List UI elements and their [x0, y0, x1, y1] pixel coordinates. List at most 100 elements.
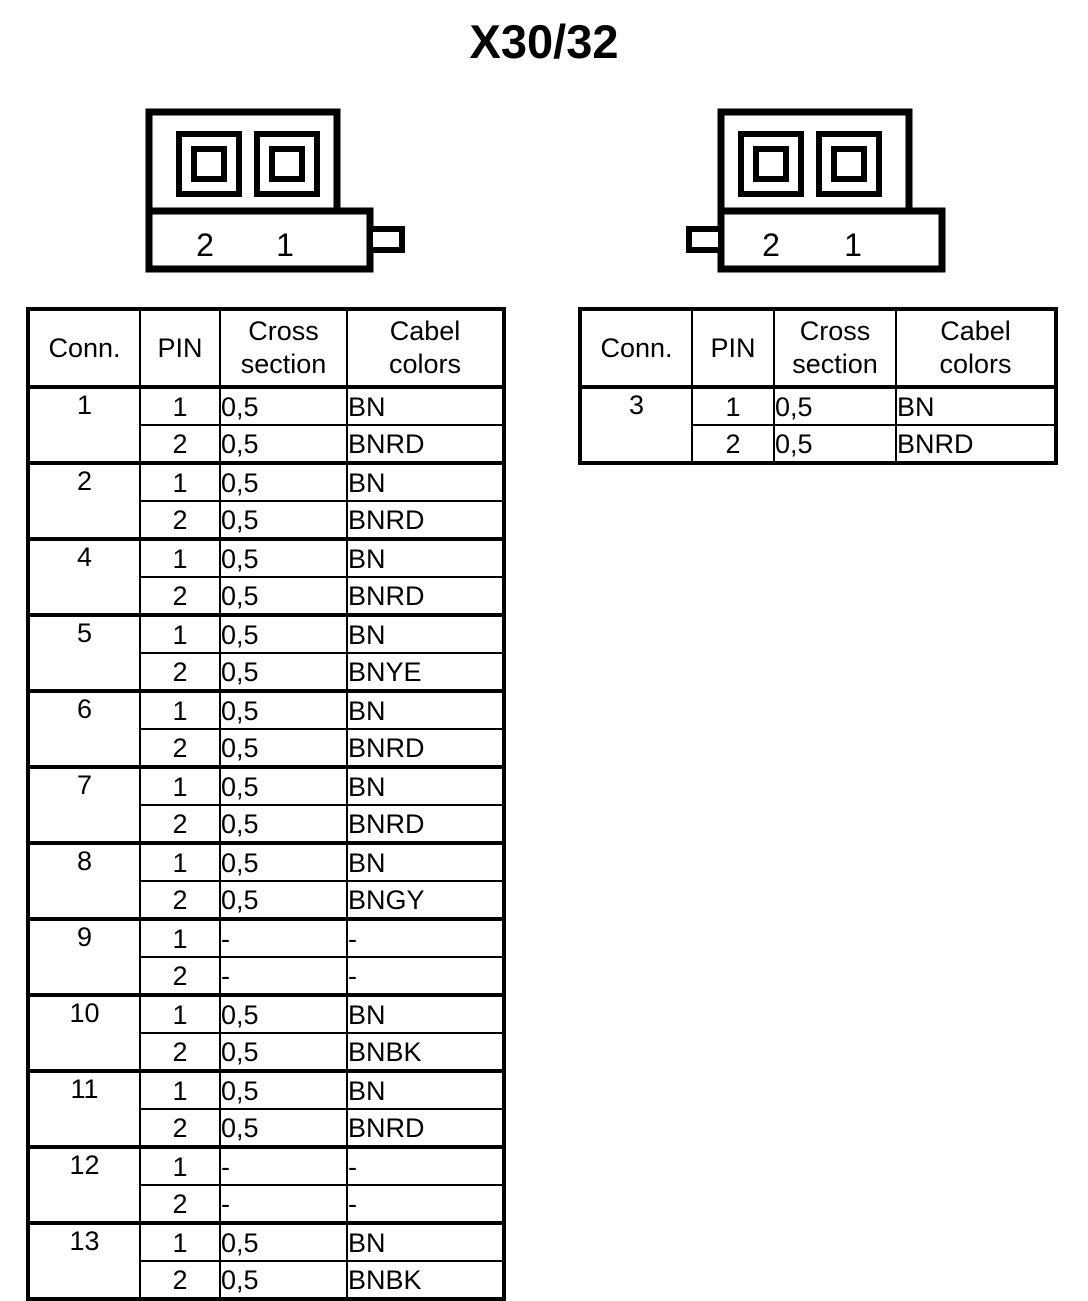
- cell-cross-section: 0,5: [219, 765, 348, 806]
- cell-cabel-colors: BN: [346, 537, 505, 578]
- cell-cabel-colors: BNBK: [346, 1032, 505, 1072]
- cell-pin: 2: [139, 1108, 221, 1148]
- cell-pin: 1: [139, 841, 221, 882]
- connector-right-cavity-inner-2: [753, 146, 789, 182]
- cell-pin: 1: [139, 537, 221, 578]
- cell-conn: 13: [27, 1221, 141, 1300]
- cell-cabel-colors: BN: [346, 1069, 505, 1110]
- connector-left-lower-body: [145, 207, 374, 273]
- cell-cross-section: 0,5: [219, 385, 348, 426]
- column-header-pin: PIN: [691, 308, 775, 388]
- cell-cabel-colors: BN: [346, 613, 505, 654]
- cell-pin: 1: [139, 1221, 221, 1262]
- table-row: 2--: [28, 1184, 505, 1224]
- cell-cabel-colors: -: [346, 917, 505, 958]
- cell-cabel-colors: BNRD: [346, 728, 505, 768]
- cell-cross-section: 0,5: [219, 689, 348, 730]
- cell-cross-section: 0,5: [219, 880, 348, 920]
- cell-pin: 2: [139, 804, 221, 844]
- cell-pin: 2: [139, 1032, 221, 1072]
- cell-cross-section: -: [219, 956, 348, 996]
- connector-left-diagram: 2 1: [145, 108, 410, 273]
- cell-cabel-colors: BNBK: [346, 1260, 505, 1300]
- cell-conn: 6: [27, 689, 141, 768]
- connector-left-pin-label-2: 2: [196, 227, 214, 263]
- cell-cross-section: 0,5: [219, 1069, 348, 1110]
- cell-cross-section: 0,5: [773, 424, 897, 464]
- cell-cabel-colors: BN: [346, 689, 505, 730]
- cell-pin: 2: [139, 1260, 221, 1300]
- cell-pin: 1: [139, 917, 221, 958]
- cell-cross-section: 0,5: [219, 576, 348, 616]
- cell-conn: 1: [27, 385, 141, 464]
- cell-pin: 1: [139, 613, 221, 654]
- connector-right-lower-body: [717, 207, 946, 273]
- cell-cabel-colors: BN: [346, 841, 505, 882]
- cell-cabel-colors: BNRD: [895, 424, 1057, 464]
- page-title: X30/32: [469, 15, 619, 68]
- connector-right-pin-label-2: 2: [762, 227, 780, 263]
- cell-cross-section: -: [219, 1145, 348, 1186]
- cell-cabel-colors: BNRD: [346, 424, 505, 464]
- cell-pin: 1: [139, 1069, 221, 1110]
- cell-cross-section: 0,5: [219, 1221, 348, 1262]
- cell-conn: 2: [27, 461, 141, 540]
- cell-cross-section: 0,5: [219, 613, 348, 654]
- cell-cross-section: 0,5: [219, 993, 348, 1034]
- cell-pin: 2: [139, 880, 221, 920]
- connector-left-cavity-outer-2: [176, 131, 242, 197]
- cell-cabel-colors: BN: [346, 765, 505, 806]
- cell-conn: 11: [27, 1069, 141, 1148]
- cell-cabel-colors: BN: [346, 993, 505, 1034]
- cell-cross-section: 0,5: [219, 652, 348, 692]
- cell-cabel-colors: BN: [346, 1221, 505, 1262]
- cell-conn: 12: [27, 1145, 141, 1224]
- cell-pin: 1: [139, 993, 221, 1034]
- cell-cabel-colors: BNRD: [346, 804, 505, 844]
- connector-right-latch-tab: [686, 226, 724, 253]
- cell-conn: 8: [27, 841, 141, 920]
- cell-cross-section: 0,5: [219, 461, 348, 502]
- connector-left-cavity-outer-1: [254, 131, 320, 197]
- cell-cross-section: 0,5: [219, 841, 348, 882]
- cell-cabel-colors: BN: [895, 385, 1057, 426]
- cell-cross-section: 0,5: [219, 1032, 348, 1072]
- cell-pin: 2: [139, 956, 221, 996]
- connector-left-latch-tab: [367, 226, 405, 253]
- cell-cabel-colors: BNYE: [346, 652, 505, 692]
- cell-cabel-colors: BNRD: [346, 500, 505, 540]
- connector-right-pin-label-1: 1: [844, 227, 862, 263]
- cell-cabel-colors: BNGY: [346, 880, 505, 920]
- cell-cabel-colors: -: [346, 1184, 505, 1224]
- cell-cross-section: 0,5: [219, 804, 348, 844]
- cell-cross-section: 0,5: [219, 424, 348, 464]
- connector-right-svg: 2 1: [686, 108, 946, 273]
- cell-pin: 2: [139, 1184, 221, 1224]
- cell-conn: 9: [27, 917, 141, 996]
- cell-conn: 5: [27, 613, 141, 692]
- cell-pin: 1: [139, 689, 221, 730]
- cell-cross-section: 0,5: [219, 1260, 348, 1300]
- cell-pin: 2: [139, 728, 221, 768]
